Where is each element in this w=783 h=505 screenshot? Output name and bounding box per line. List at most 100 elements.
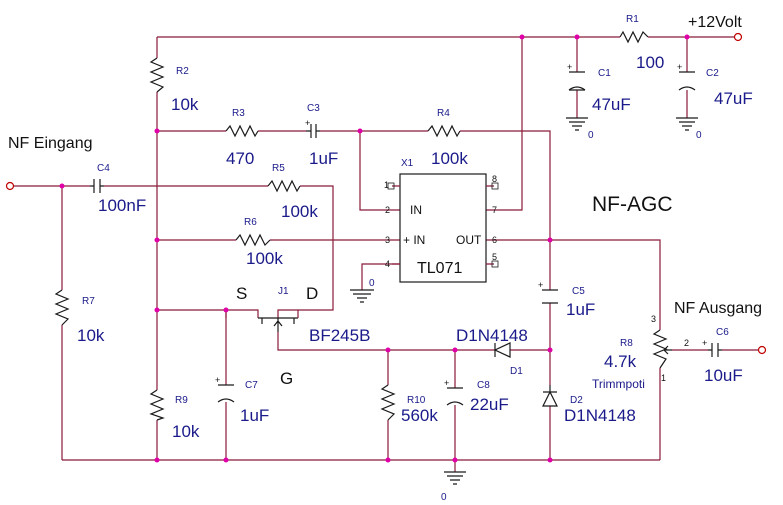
r5-value: 100k — [281, 202, 318, 221]
c6-ref: C6 — [716, 327, 729, 338]
d1-ref: D1 — [510, 366, 523, 377]
r3-ref: R3 — [232, 108, 245, 119]
output-row-wire — [486, 239, 661, 460]
junction-dot — [547, 457, 553, 463]
r8-note: Trimmpoti — [592, 377, 645, 391]
junction-dot — [223, 457, 229, 463]
j1-value: BF245B — [309, 326, 370, 345]
x1-pin1-box — [387, 182, 395, 190]
jfet-source-wire — [157, 309, 259, 318]
r1-value: 100 — [636, 53, 664, 72]
c8-ref: C8 — [477, 380, 490, 391]
junction-dot — [154, 128, 160, 134]
c7-polarity: + — [215, 375, 220, 385]
c1-polarity: + — [567, 62, 572, 72]
c8-polarity: + — [444, 378, 449, 388]
r7-value: 10k — [77, 326, 105, 345]
c8-value: 22uF — [470, 395, 509, 414]
c8-capacitor — [446, 387, 464, 406]
x1-pin2: 2 — [385, 205, 390, 215]
junction-dot — [154, 457, 160, 463]
junction-dot — [385, 457, 391, 463]
junction-dot — [574, 34, 580, 40]
r8-trimmer — [652, 329, 668, 369]
r2-value: 10k — [171, 95, 199, 114]
c7-ref: C7 — [245, 380, 258, 391]
junction-dot — [547, 237, 553, 243]
r8-pin3: 3 — [651, 314, 656, 324]
supply-terminal[interactable] — [733, 32, 743, 42]
ground-symbol — [444, 471, 466, 485]
ground-symbol — [350, 289, 374, 303]
c6-value: 10uF — [704, 366, 743, 385]
r5-ref: R5 — [272, 163, 285, 174]
j1-ref: J1 — [278, 286, 289, 297]
r9-resistor — [149, 389, 165, 421]
c2-ref: C2 — [706, 68, 719, 79]
d1-value: D1N4148 — [456, 326, 528, 345]
j1-gate — [273, 318, 283, 332]
junction-dot — [547, 347, 553, 353]
x1-pin3: 3 — [385, 235, 390, 245]
c6-capacitor — [708, 343, 722, 357]
c7-value: 1uF — [240, 406, 269, 425]
r4-value: 100k — [431, 149, 468, 168]
r4-resistor — [427, 124, 461, 138]
r8-value: 4.7k — [604, 352, 637, 371]
in-minus-wire — [359, 131, 400, 211]
r2-resistor — [149, 57, 165, 93]
c7-capacitor — [217, 384, 235, 403]
r1-resistor — [619, 30, 649, 44]
ground-label: 0 — [369, 278, 375, 289]
gate-row-wire — [277, 332, 550, 351]
pin7-supply-wire — [486, 37, 523, 211]
c4-capacitor — [90, 179, 104, 193]
c2-polarity: + — [677, 62, 682, 72]
c2-value: 47uF — [714, 89, 753, 108]
ground-label: 0 — [696, 130, 702, 141]
c3-polarity: + — [305, 118, 310, 128]
c3-capacitor — [306, 124, 320, 138]
input-terminal[interactable] — [5, 181, 15, 191]
r8-pin1: 1 — [661, 373, 666, 383]
junction-dot — [154, 307, 160, 313]
j1-source-label: S — [236, 284, 247, 303]
c5-value: 1uF — [566, 300, 595, 319]
r8-pin2: 2 — [684, 338, 689, 348]
junction-dot — [357, 128, 363, 134]
r2-ref: R2 — [176, 66, 189, 77]
d2-cathode-bar — [543, 385, 557, 393]
r10-value: 560k — [401, 406, 438, 425]
junction-dot — [59, 183, 65, 189]
c6-polarity: + — [702, 338, 707, 348]
c1-value: 47uF — [592, 95, 631, 114]
wires — [14, 36, 758, 472]
junction-dot — [684, 34, 690, 40]
r9-ref: R9 — [175, 395, 188, 406]
x1-opamp-body — [399, 173, 487, 283]
input-line-wire — [14, 185, 334, 318]
r8-ref: R8 — [620, 338, 633, 349]
x1-in-minus-label: IN — [410, 203, 422, 217]
d1-diode — [493, 342, 511, 358]
pin4-ground-wire — [361, 263, 400, 290]
junction-dot — [154, 237, 160, 243]
c1-capacitor — [569, 71, 585, 91]
c1-c2-wire — [576, 37, 688, 118]
r3-value: 470 — [226, 149, 254, 168]
c2-capacitor — [678, 71, 696, 91]
j1-drain-label: D — [306, 284, 318, 303]
x1-nc-pins — [392, 185, 494, 265]
c5-capacitor — [542, 289, 558, 304]
x1-pin8-box — [491, 182, 499, 190]
r10-resistor — [380, 384, 396, 421]
r8-wiper-arrow — [663, 345, 672, 355]
x1-pin5: 5 — [492, 252, 497, 262]
junction-dot — [385, 347, 391, 353]
ground-label: 0 — [441, 492, 447, 503]
output-terminal[interactable] — [757, 345, 767, 355]
r7-resistor — [54, 289, 70, 326]
c5-polarity: + — [538, 280, 543, 290]
d2-ref: D2 — [570, 395, 583, 406]
